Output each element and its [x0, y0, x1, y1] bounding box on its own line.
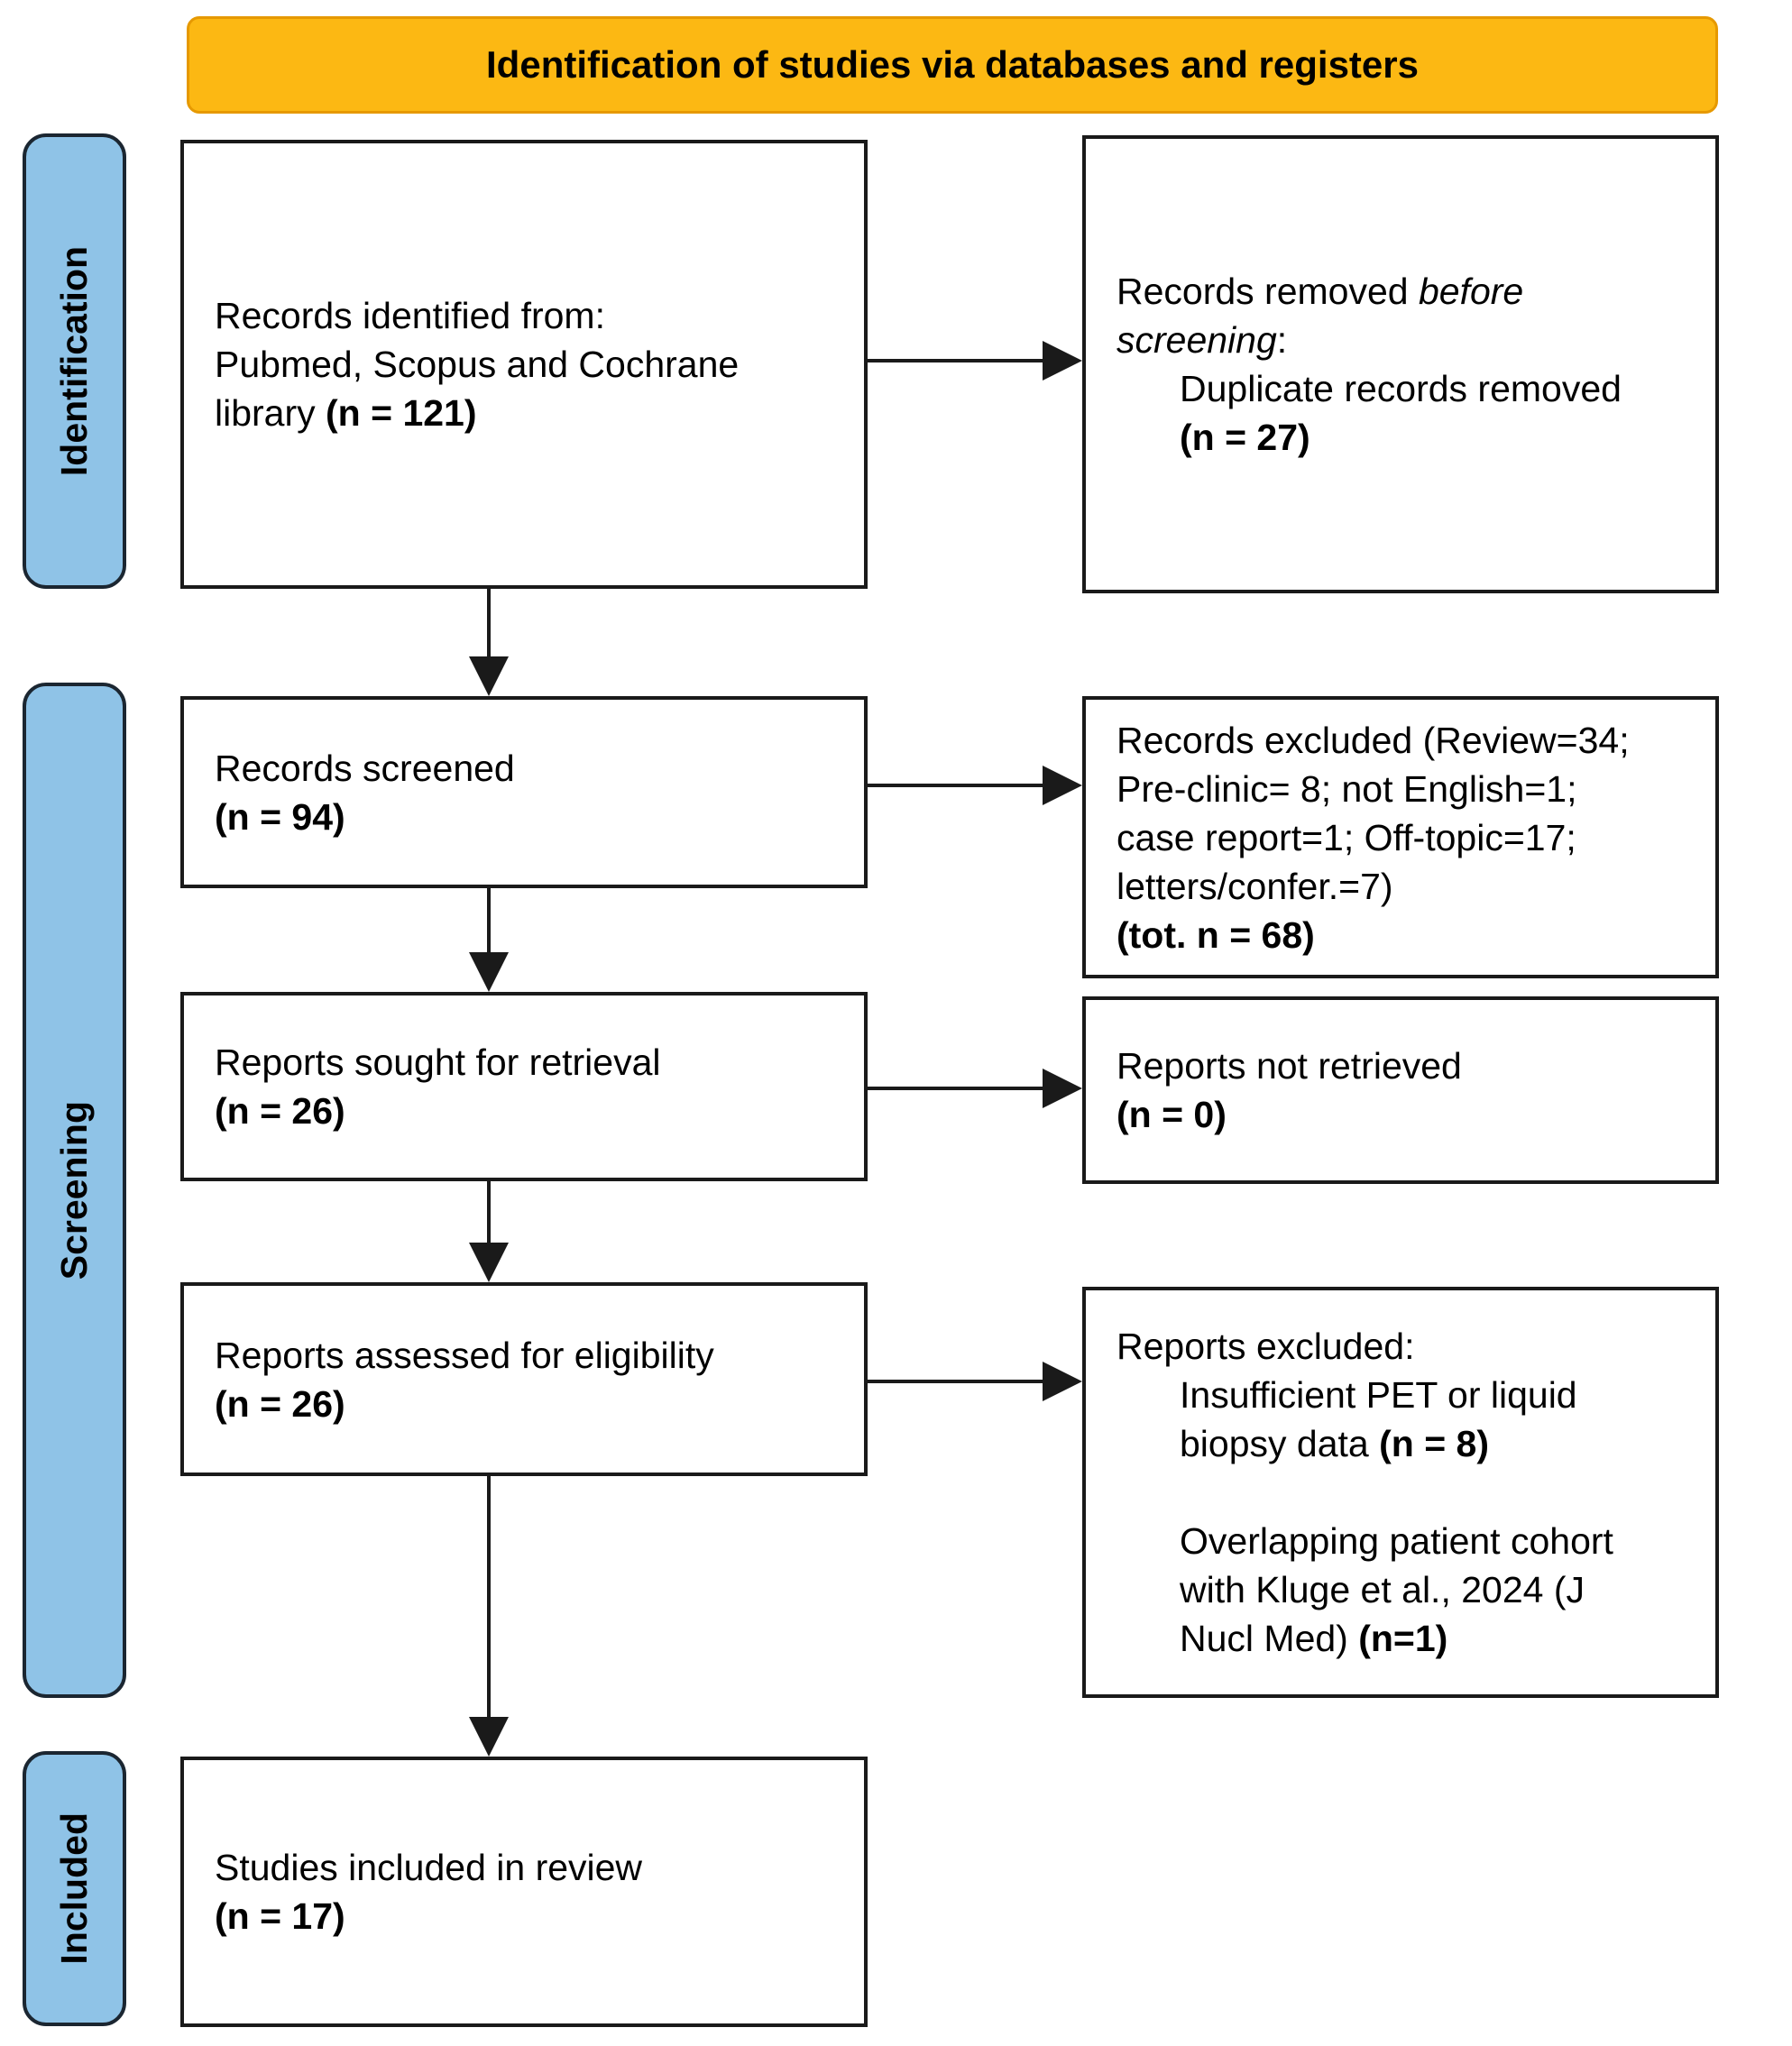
records-excluded-text: Records excluded (Review=34; Pre-clinic=…: [1086, 716, 1715, 959]
records-identified-text: Records identified from: Pubmed, Scopus …: [184, 291, 864, 437]
label-text-italic: before: [1418, 271, 1524, 312]
stage-screening-label: Screening: [53, 1100, 95, 1280]
arrow-sought-to-not-retrieved-head: [1043, 1069, 1082, 1108]
reports-sought-box: Reports sought for retrieval (n = 26): [180, 992, 868, 1181]
reports-excluded-text: Reports excluded: Insufficient PET or li…: [1086, 1322, 1715, 1663]
blank-line: [1117, 1468, 1685, 1517]
records-removed-text: Records removed before screening: Duplic…: [1086, 267, 1715, 462]
count-text: (tot. n = 68): [1117, 913, 1315, 956]
arrow-identified-to-removed-head: [1043, 341, 1082, 381]
count-text: (n = 26): [215, 1382, 345, 1425]
text-line: letters/confer.=7): [1117, 865, 1393, 907]
stage-included-label: Included: [53, 1812, 95, 1965]
stage-included: Included: [23, 1751, 126, 2026]
text-line: Duplicate records removed: [1180, 368, 1622, 409]
reports-sought-text: Reports sought for retrieval (n = 26): [184, 1038, 864, 1135]
reports-assessed-box: Reports assessed for eligibility (n = 26…: [180, 1282, 868, 1476]
banner-title: Identification of studies via databases …: [187, 16, 1718, 114]
arrow-screened-to-sought-head: [469, 952, 509, 992]
count-text: (n=1): [1358, 1618, 1448, 1659]
text-line: Records identified from:: [215, 295, 605, 336]
count-text: (n = 26): [215, 1090, 345, 1132]
arrow-identified-to-screened-line: [487, 589, 491, 658]
reports-excluded-box: Reports excluded: Insufficient PET or li…: [1082, 1287, 1719, 1698]
text-line: Records excluded (Review=34;: [1117, 719, 1630, 761]
studies-included-text: Studies included in review (n = 17): [184, 1843, 864, 1940]
arrow-identified-to-screened-head: [469, 656, 509, 696]
arrow-sought-to-not-retrieved-line: [868, 1087, 1046, 1090]
label-text: biopsy data: [1180, 1423, 1380, 1464]
count-text: (n = 17): [215, 1895, 345, 1937]
text-line: Studies included in review: [215, 1847, 643, 1888]
label-text-italic: screening: [1117, 319, 1277, 361]
arrow-sought-to-assessed-head: [469, 1243, 509, 1282]
text-line: with Kluge et al., 2024 (J: [1180, 1569, 1585, 1610]
reports-not-retrieved-box: Reports not retrieved (n = 0): [1082, 996, 1719, 1184]
records-screened-box: Records screened (n = 94): [180, 696, 868, 888]
count-text: (n = 0): [1117, 1094, 1227, 1135]
arrow-screened-to-excluded-line: [868, 784, 1046, 787]
reports-not-retrieved-text: Reports not retrieved (n = 0): [1086, 1041, 1715, 1139]
text-line: Records removed before: [1117, 267, 1685, 316]
arrow-sought-to-assessed-line: [487, 1181, 491, 1244]
studies-included-box: Studies included in review (n = 17): [180, 1757, 868, 2027]
stage-identification-label: Identification: [53, 245, 95, 477]
count-text: (n = 94): [215, 795, 345, 838]
count-text: (n = 121): [326, 392, 477, 434]
count-text: (n = 27): [1180, 417, 1310, 458]
arrow-identified-to-removed-line: [868, 359, 1046, 362]
stage-screening: Screening: [23, 683, 126, 1698]
text-line: Reports sought for retrieval: [215, 1041, 661, 1083]
label-text: Records removed: [1117, 271, 1419, 312]
arrow-screened-to-sought-line: [487, 888, 491, 954]
text-line: Reports excluded:: [1117, 1326, 1415, 1367]
text-line: Insufficient PET or liquid: [1180, 1374, 1577, 1416]
text-line: Pubmed, Scopus and Cochrane: [215, 344, 740, 385]
stage-identification: Identification: [23, 133, 126, 589]
records-identified-box: Records identified from: Pubmed, Scopus …: [180, 140, 868, 589]
label-text: :: [1276, 319, 1288, 361]
text-line: Overlapping patient cohort: [1180, 1520, 1613, 1562]
records-excluded-box: Records excluded (Review=34; Pre-clinic=…: [1082, 696, 1719, 978]
records-removed-box: Records removed before screening: Duplic…: [1082, 135, 1719, 593]
text-line: biopsy data (n = 8): [1117, 1419, 1685, 1468]
banner-title-text: Identification of studies via databases …: [486, 43, 1419, 86]
text-line: screening:: [1117, 316, 1685, 364]
arrow-assessed-to-included-line: [487, 1476, 491, 1719]
records-screened-text: Records screened (n = 94): [184, 744, 864, 841]
text-line: Reports not retrieved: [1117, 1045, 1462, 1087]
text-line: Nucl Med) (n=1): [1117, 1614, 1685, 1663]
arrow-assessed-to-included-head: [469, 1717, 509, 1757]
arrow-assessed-to-reports-excluded-line: [868, 1380, 1046, 1383]
arrow-assessed-to-reports-excluded-head: [1043, 1362, 1082, 1401]
text-line: case report=1; Off-topic=17;: [1117, 816, 1576, 858]
text-line: library (n = 121): [215, 389, 833, 437]
text-line: Records screened: [215, 747, 515, 789]
reports-assessed-text: Reports assessed for eligibility (n = 26…: [184, 1331, 864, 1428]
arrow-screened-to-excluded-head: [1043, 766, 1082, 805]
count-text: (n = 8): [1379, 1423, 1489, 1464]
text-line: Pre-clinic= 8; not English=1;: [1117, 767, 1577, 810]
label-text: Nucl Med): [1180, 1618, 1359, 1659]
label-text: library: [215, 392, 326, 434]
text-line: Reports assessed for eligibility: [215, 1334, 714, 1376]
